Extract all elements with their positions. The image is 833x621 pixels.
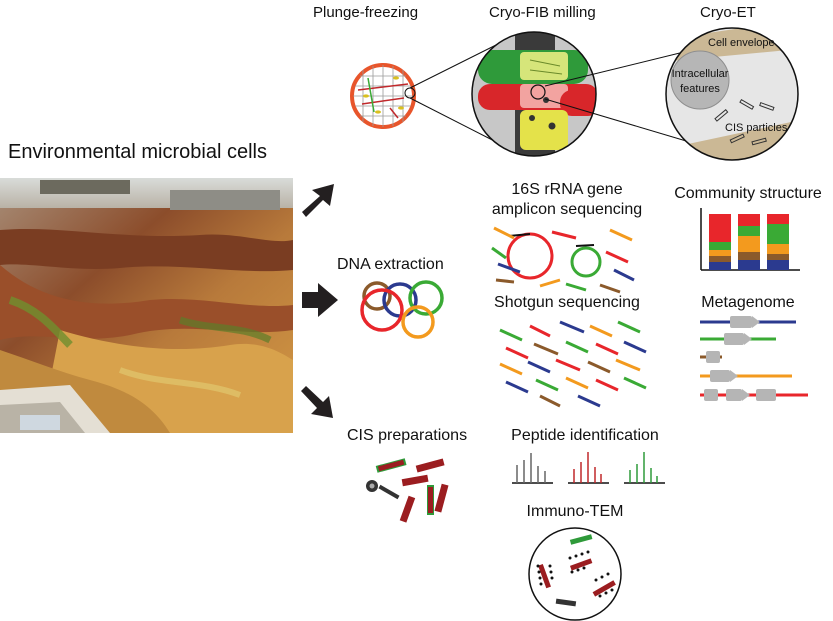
cis-particles-label: CIS particles — [725, 122, 788, 134]
metagenome-contigs — [700, 316, 808, 401]
immuno-tem-label: Immuno-TEM — [527, 503, 624, 520]
arrow-to-dna — [302, 283, 338, 317]
intracellular-label-2: features — [680, 83, 720, 95]
peptide-identification-label: Peptide identification — [511, 427, 659, 444]
community-bar-1 — [709, 214, 731, 270]
mass-spectra — [512, 452, 665, 484]
plunge-freezing-label: Plunge-freezing — [313, 4, 418, 21]
intracellular-label-1: Intracellular — [672, 68, 729, 80]
dna-extraction-label: DNA extraction — [337, 256, 444, 273]
amplicon-label-2: amplicon sequencing — [492, 201, 642, 218]
cis-particles-illustration — [366, 458, 449, 523]
zoom-line-et-lower — [544, 98, 704, 147]
community-bar-2 — [738, 214, 760, 270]
community-bar-3 — [767, 214, 789, 270]
zoom-line-upper — [409, 42, 501, 89]
cryo-fib-lamella — [471, 31, 597, 157]
amplicon-illustration — [491, 226, 635, 294]
dna-circles — [360, 280, 444, 339]
spectrum-grey — [512, 453, 553, 484]
environmental-cells-label: Environmental microbial cells — [8, 141, 267, 163]
shotgun-reads — [499, 320, 647, 408]
community-bar-chart — [700, 208, 800, 271]
arrow-to-cis — [301, 386, 333, 418]
cis-preparations-label: CIS preparations — [347, 427, 467, 444]
cryo-fib-label: Cryo-FIB milling — [489, 4, 596, 21]
community-structure-label: Community structure — [674, 185, 822, 202]
spectrum-red — [568, 452, 609, 484]
zoom-line-et-upper — [544, 49, 693, 87]
metagenome-label: Metagenome — [701, 294, 794, 311]
cryo-et-tomogram — [665, 27, 799, 161]
cryo-et-label: Cryo-ET — [700, 4, 756, 21]
hot-spring-photo — [0, 178, 293, 433]
shotgun-label: Shotgun sequencing — [494, 294, 640, 311]
spectrum-green — [624, 452, 665, 484]
em-grid — [350, 63, 416, 129]
arrow-to-cryo — [302, 184, 334, 217]
cell-envelope-label: Cell envelope — [708, 37, 775, 49]
amplicon-label-1: 16S rRNA gene — [511, 181, 622, 198]
immuno-tem-circle — [528, 527, 622, 621]
